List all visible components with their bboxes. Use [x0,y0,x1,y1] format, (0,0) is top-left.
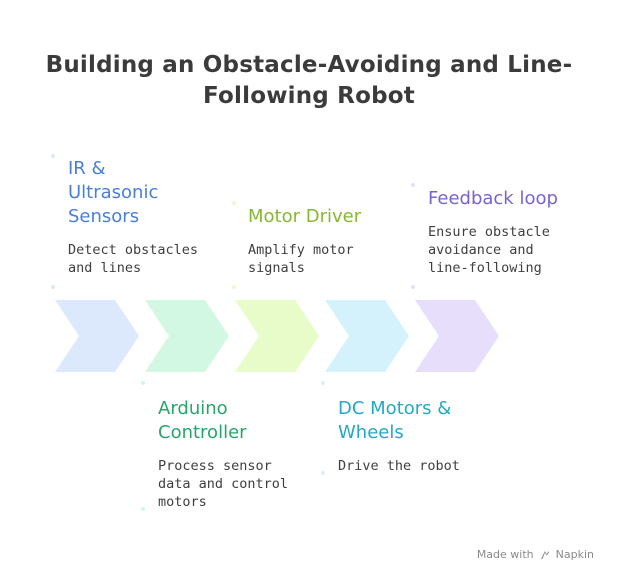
step-3-marker-dot [232,201,236,205]
made-with-napkin-footer: Made with Napkin [477,548,594,561]
step-5-marker-dot [411,183,415,187]
step-4-connector-dot [321,381,325,385]
step-1-description: Detect obstacles and lines [68,242,199,276]
step-2-connector-dot [141,381,145,385]
step-4-description: Drive the robot [338,458,460,474]
diagram-title: Building an Obstacle-Avoiding and Line-F… [45,52,573,109]
step-1-title: IR & Ultrasonic Sensors [68,158,159,227]
step-2-title: Arduino Controller [158,398,247,443]
step-2-description: Process sensor data and control motors [158,458,289,510]
step-4-chevron [325,300,409,372]
step-1-connector-dot [51,285,55,289]
footer-brand-text: Napkin [555,548,594,561]
step-1-chevron [55,300,139,372]
napkin-logo-icon [540,550,549,559]
footer-made-with-text: Made with [476,548,534,561]
step-2-marker-dot [141,507,145,511]
step-5-chevron [415,300,499,372]
step-1-marker-dot [51,154,55,158]
step-3-description: Amplify motor signals [248,242,354,276]
step-4-title: DC Motors & Wheels [338,398,452,443]
step-4-marker-dot [321,471,325,475]
step-3-title: Motor Driver [248,206,362,227]
step-5-description: Ensure obstacle avoidance and line-follo… [428,224,550,276]
step-5-connector-dot [411,285,415,289]
step-3-connector-dot [232,285,236,289]
step-2-chevron [145,300,229,372]
step-5-title: Feedback loop [428,188,558,209]
step-3-chevron [235,300,319,372]
